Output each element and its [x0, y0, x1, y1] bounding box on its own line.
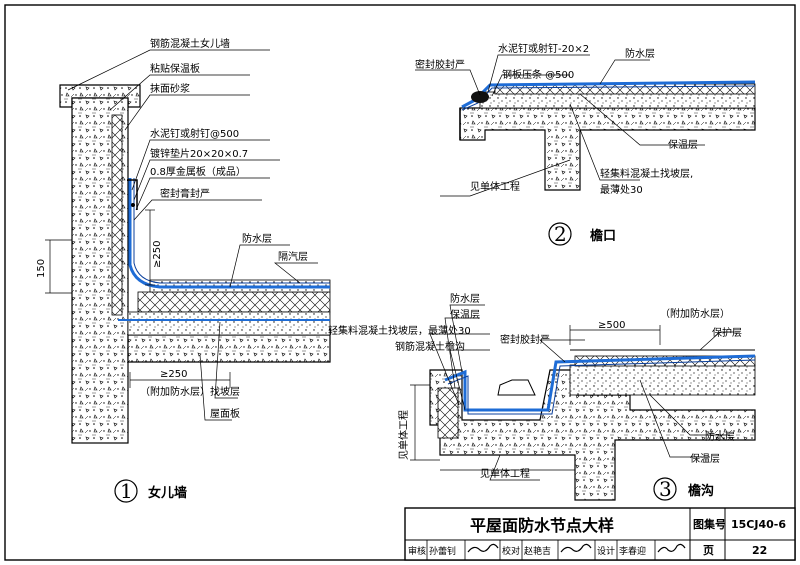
detail-3-caption: 檐沟 [688, 483, 714, 499]
check-label: 校对 [502, 545, 520, 557]
design-label: 设计 [597, 545, 615, 557]
dim-min-250-up: ≥250 [152, 241, 163, 268]
roof-insulation [137, 291, 331, 313]
label-slope: 找坡层 [210, 385, 240, 398]
atlas-number: 15CJ40-6 [731, 518, 786, 531]
label-waterproof: 防水层 [242, 232, 272, 245]
detail-1-parapet: 钢筋混凝土女儿墙 粘贴保温板 抹面砂浆 水泥钉或射钉@500 镀锌垫片20×20… [36, 37, 331, 503]
gutter-label-slope: 轻集料混凝土找坡层，最薄处30 [328, 324, 471, 337]
detail-1-caption: 女儿墙 [148, 485, 187, 501]
label-insulation-board: 粘贴保温板 [150, 62, 200, 75]
designer-name: 李春迎 [619, 545, 646, 557]
detail-3-number: 3 [659, 477, 672, 501]
eaves-label-waterproof: 防水层 [625, 47, 655, 60]
eaves-label-thinnest: 最薄处30 [600, 183, 643, 196]
atlas-label: 图集号 [693, 517, 726, 531]
review-label: 审核 [408, 545, 426, 557]
eaves-label-sealant: 密封胶封严 [415, 58, 465, 71]
dim-height-150: 150 [36, 259, 47, 278]
eaves-label-nail: 水泥钉或射钉-20×2 [498, 42, 589, 55]
gutter-membrane [444, 354, 756, 412]
metal-flashing [127, 179, 138, 210]
gutter-membrane-edge [447, 359, 756, 415]
label-vapor: 隔汽层 [278, 250, 308, 263]
detail-2-number: 2 [554, 222, 567, 246]
label-plaster: 抹面砂浆 [150, 82, 190, 95]
eaves-label-slope: 轻集料混凝土找坡层, [600, 167, 693, 180]
detail-2-eaves: 密封胶封严 水泥钉或射钉-20×2 钢板压条 @500 防水层 保温层 轻集料混… [415, 42, 756, 246]
eaves-label-strip: 钢板压条 @500 [502, 68, 574, 81]
drain-outlet [497, 379, 536, 396]
dim-min-250-h: ≥250 [160, 369, 187, 380]
sheet-frame [4, 4, 796, 561]
detail-1-number-circle [114, 479, 138, 503]
wall-insulation-board [111, 114, 123, 316]
detail-2-caption: 檐口 [590, 228, 616, 244]
designer-signature [657, 543, 686, 553]
gutter-label-waterproof: 防水层 [705, 430, 735, 443]
label-nail: 水泥钉或射钉@500 [150, 127, 239, 140]
label-washer: 镀锌垫片20×20×0.7 [150, 147, 248, 160]
nail-mark [131, 203, 135, 207]
page-label: 页 [703, 544, 714, 557]
drawing-title: 平屋面防水节点大样 [470, 516, 614, 535]
gutter-label-insulation-top: 保温层 [450, 308, 480, 321]
waterproof-membrane-edge [133, 178, 330, 284]
reviewer-name: 孙蕾钊 [429, 545, 456, 557]
gutter-slope-layer [569, 364, 756, 396]
detail-1-number: 1 [120, 479, 133, 503]
eaves-slab [459, 107, 756, 191]
checker-signature [560, 543, 592, 553]
reviewer-signature [467, 543, 499, 553]
eaves-label-see-project: 见单体工程 [470, 181, 520, 193]
label-sealant: 密封膏封严 [160, 187, 210, 200]
gutter-side-insulation [437, 387, 459, 439]
gutter-label-sealant: 密封胶封严 [500, 333, 550, 346]
eaves-label-insulation: 保温层 [668, 138, 698, 151]
gutter-label-see-project-v: 见单体工程 [398, 410, 410, 460]
checker-name: 赵艳吉 [524, 545, 551, 557]
title-block: 平屋面防水节点大样 图集号 15CJ40-6 审核 孙蕾钊 校对 赵艳吉 设计 … [404, 507, 796, 561]
gutter-label-extra-wp: （附加防水层） [660, 307, 730, 320]
page-number: 22 [752, 544, 767, 557]
label-slab: 屋面板 [210, 407, 240, 420]
detail-3-gutter: 防水层 保温层 轻集料混凝土找坡层，最薄处30 钢筋混凝土檐沟 密封胶封严 ≥5… [328, 292, 756, 501]
gutter-label-insulation: 保温层 [690, 452, 720, 465]
eaves-slope-layer [479, 91, 756, 109]
gutter-label-waterproof-top: 防水层 [450, 292, 480, 305]
label-parapet: 钢筋混凝土女儿墙 [150, 37, 230, 50]
detail-2-number-circle [548, 222, 572, 246]
gutter-label-gutter: 钢筋混凝土檐沟 [395, 340, 465, 353]
eaves-sealant-bead [471, 91, 489, 103]
dim-extra-wp: （附加防水层） [140, 385, 210, 398]
slope-layer [127, 311, 331, 336]
gutter-label-see-project: 见单体工程 [480, 468, 530, 480]
gutter-label-min-500: ≥500 [598, 320, 625, 331]
gutter-concrete [429, 369, 756, 501]
label-metal-plate: 0.8厚金属板（成品） [150, 165, 246, 178]
waterproof-membrane [128, 178, 330, 289]
roof-slab [127, 334, 331, 363]
detail-3-number-circle [653, 477, 677, 501]
gutter-label-protect: 保护层 [712, 326, 742, 339]
